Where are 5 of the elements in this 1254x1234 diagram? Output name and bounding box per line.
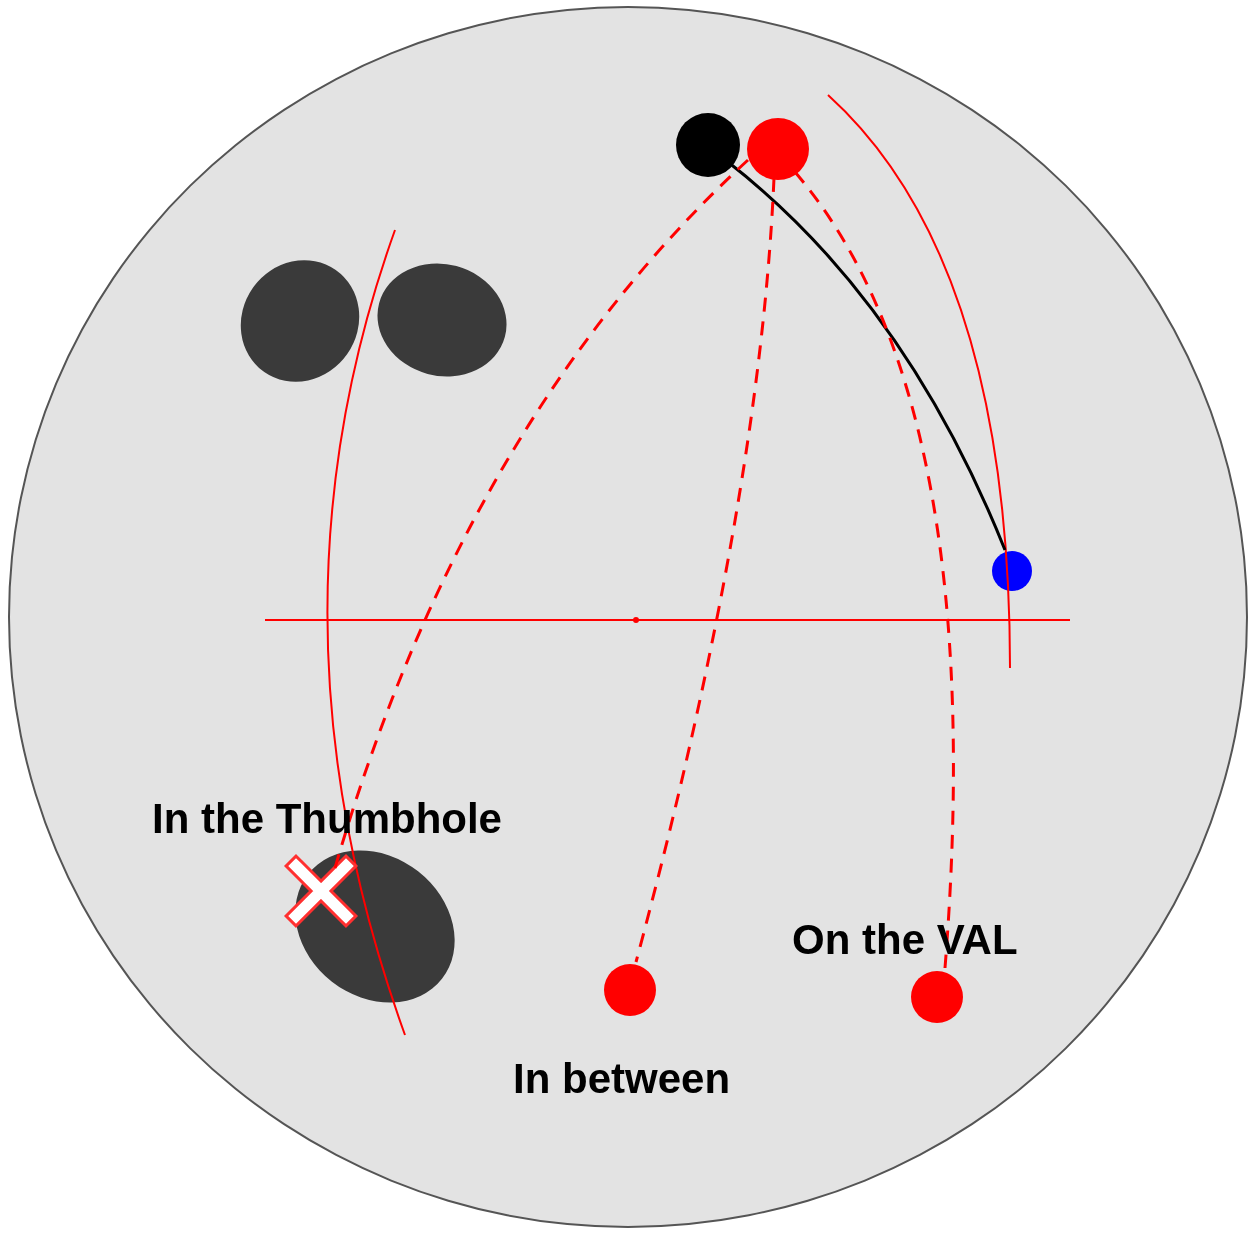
dashed-path [333, 158, 750, 869]
placement-label: In between [513, 1058, 731, 1100]
dashed-path [634, 177, 776, 963]
dashed-path [793, 171, 955, 969]
placement-label: On the VAL [792, 919, 1018, 961]
